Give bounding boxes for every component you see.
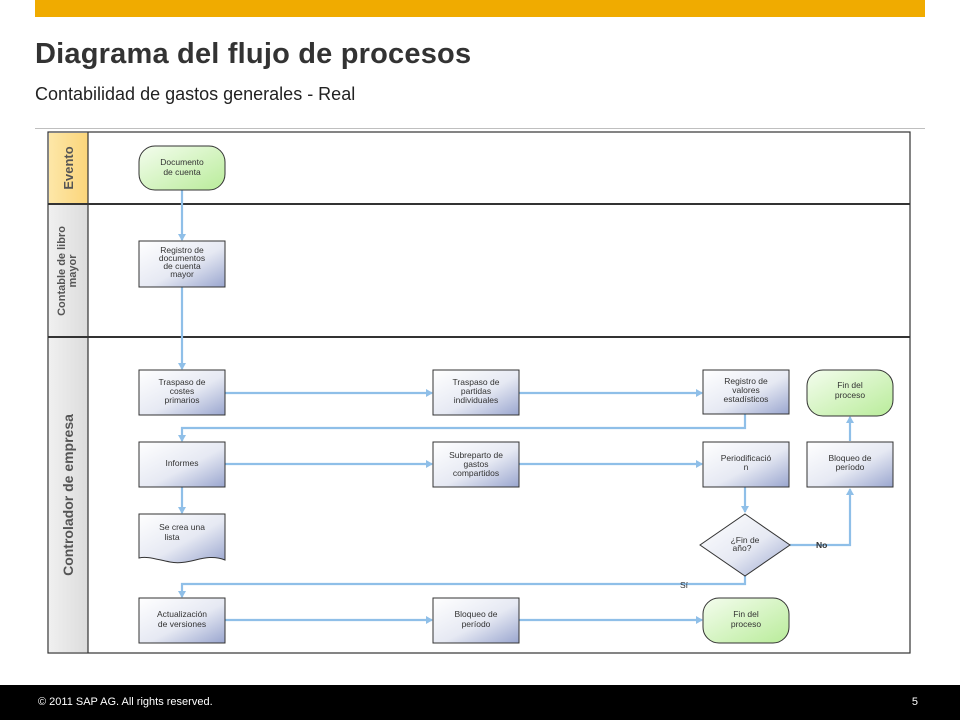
- node-label: Informes: [165, 458, 198, 468]
- edge-label-si: Sí: [680, 580, 689, 590]
- lane-header-contable: [49, 205, 88, 336]
- node-label: gastos: [463, 459, 488, 469]
- task-traspaso-partidas-individuales: Traspaso de partidas individuales: [432, 369, 520, 416]
- node-label: Registro de: [724, 376, 768, 386]
- node-label: Subreparto de: [449, 450, 503, 460]
- node-label: mayor: [170, 269, 194, 279]
- event-documento-de-cuenta: Documento de cuenta: [138, 145, 226, 191]
- node-label: individuales: [454, 395, 498, 405]
- node-label: valores: [732, 385, 759, 395]
- node-label: Bloqueo de: [828, 453, 871, 463]
- node-label: Actualización: [157, 609, 207, 619]
- event-fin-del-proceso-1: Fin del proceso: [806, 369, 894, 417]
- node-label: Documento: [160, 157, 204, 167]
- lane-label-controlador: Controlador de empresa: [60, 414, 76, 576]
- lane-label-evento: Evento: [61, 146, 76, 189]
- node-label: proceso: [835, 390, 866, 400]
- connectors: [178, 190, 854, 624]
- event-fin-del-proceso-2: Fin del proceso: [702, 597, 790, 644]
- node-label: costes: [170, 386, 195, 396]
- node-label: año?: [733, 543, 752, 553]
- top-accent-bar: [35, 0, 925, 17]
- node-label: de cuenta: [163, 167, 201, 177]
- node-label: Bloqueo de: [454, 609, 497, 619]
- node-label: Se crea una: [159, 522, 205, 532]
- node-label: período: [836, 462, 865, 472]
- node-label: Periodificació: [721, 453, 772, 463]
- task-informes: Informes: [138, 441, 226, 488]
- node-label: Fin del: [837, 380, 863, 390]
- footer-copyright: © 2011 SAP AG. All rights reserved.: [38, 696, 213, 708]
- task-bloqueo-de-periodo-1: Bloqueo de período: [806, 441, 894, 488]
- node-label: Fin del: [733, 609, 759, 619]
- task-registro-documentos: Registro de documentos de cuenta mayor: [138, 240, 226, 288]
- arrow-decision-no-to-bloqueo: [790, 488, 854, 547]
- lane-header-evento: [49, 133, 88, 203]
- node-label: Traspaso de: [159, 377, 206, 387]
- task-registro-valores-estadisticos: Registro de valores estadísticos: [702, 369, 790, 415]
- node-label: ¿Fin de: [731, 535, 760, 545]
- node-label: lista: [164, 532, 179, 542]
- task-periodificacion: Periodificació n: [702, 441, 790, 488]
- node-label: compartidos: [453, 468, 499, 478]
- decision-fin-de-ano: ¿Fin de año?: [699, 513, 791, 577]
- lane-label-contable-1: Contable de libro: [56, 226, 68, 316]
- task-traspaso-costes-primarios: Traspaso de costes primarios: [138, 369, 226, 416]
- node-label: de versiones: [158, 619, 206, 629]
- node-label: Registro de: [160, 245, 204, 255]
- node-label: primarios: [165, 395, 200, 405]
- task-bloqueo-de-periodo-2: Bloqueo de período: [432, 597, 520, 644]
- node-label: período: [462, 619, 491, 629]
- node-label: Traspaso de: [453, 377, 500, 387]
- lane-header-controlador: [49, 338, 88, 652]
- lane-label-contable-2: mayor: [67, 254, 79, 288]
- header-divider: [35, 128, 925, 129]
- node-label: partidas: [461, 386, 491, 396]
- arrow-valores-to-informes: [178, 414, 747, 442]
- arrow-decision-si-to-actualizacion: [178, 576, 747, 598]
- task-subreparto-gastos-compartidos: Subreparto de gastos compartidos: [432, 441, 520, 488]
- node-label: de cuenta: [163, 261, 201, 271]
- page-title: Diagrama del flujo de procesos: [35, 38, 472, 70]
- node-label: n: [744, 462, 749, 472]
- page-subtitle: Contabilidad de gastos generales - Real: [35, 84, 356, 104]
- node-label: documentos: [159, 253, 205, 263]
- node-label: estadísticos: [724, 394, 769, 404]
- edge-label-no: No: [816, 540, 827, 550]
- footer-bar: © 2011 SAP AG. All rights reserved. 5: [0, 685, 960, 720]
- document-se-crea-una-lista: Se crea una lista: [138, 513, 226, 564]
- node-label: proceso: [731, 619, 762, 629]
- task-actualizacion-de-versiones: Actualización de versiones: [138, 597, 226, 644]
- page-number: 5: [911, 696, 918, 708]
